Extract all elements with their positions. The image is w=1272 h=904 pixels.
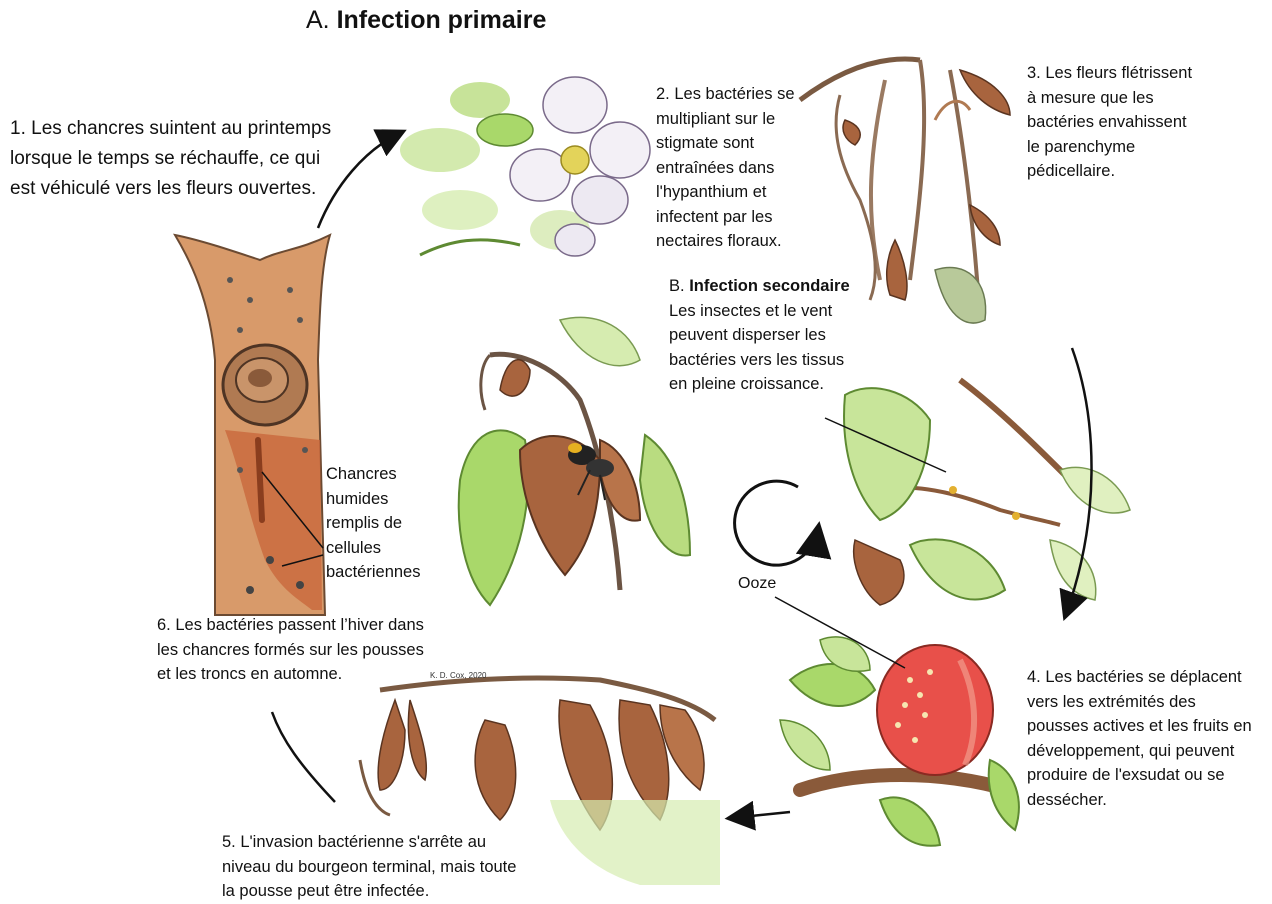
- secondary-title: Infection secondaire: [689, 277, 849, 295]
- secondary-prefix: B.: [669, 277, 685, 295]
- step-5-text: 5. L'invasion bactérienne s'arrête au ni…: [222, 830, 516, 904]
- fruit-illustration: [780, 637, 1019, 846]
- secondary-infection-text: B. Infection secondaire Les insectes et …: [669, 274, 850, 397]
- title-prefix: A.: [306, 6, 330, 34]
- title-text: Infection primaire: [337, 6, 547, 34]
- step-6-text: 6. Les bactéries passent l’hiver dans le…: [157, 613, 424, 687]
- circular-arrow-icon: [735, 481, 818, 565]
- artist-signature: K. D. Cox, 2020: [430, 671, 486, 680]
- step-3-text: 3. Les fleurs flétrissent à mesure que l…: [1027, 61, 1192, 184]
- step-1-text: 1. Les chancres suintent au printemps lo…: [10, 114, 331, 204]
- ooze-label: Ooze: [738, 575, 776, 593]
- infected-shoot-illustration: [459, 317, 690, 605]
- blossom-illustration: [400, 77, 650, 256]
- arrow-fruit-to-wilted-shoot: [732, 812, 790, 818]
- step-2-text: 2. Les bactéries se multipliant sur le s…: [656, 82, 795, 254]
- arrow-shoot-to-trunk: [272, 712, 335, 802]
- page-title: A. Infection primaire: [306, 6, 546, 35]
- canker-label: Chancres humides remplis de cellules bac…: [326, 462, 420, 585]
- trunk-illustration: [175, 235, 330, 615]
- step-4-text: 4. Les bactéries se déplacent vers les e…: [1027, 665, 1252, 812]
